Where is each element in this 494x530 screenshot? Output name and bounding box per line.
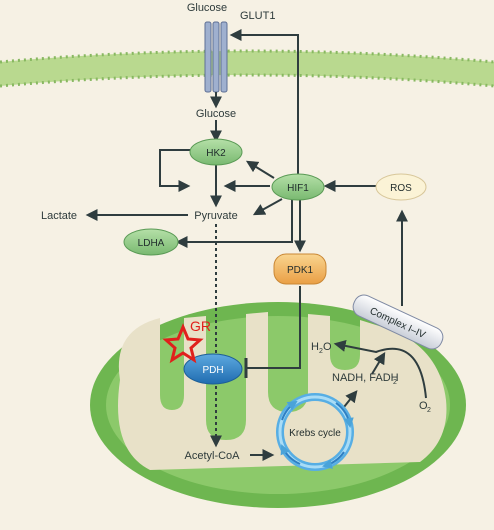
hif1-node: HIF1 bbox=[271, 173, 325, 201]
svg-text:NADH, FADH: NADH, FADH bbox=[332, 372, 399, 384]
nadh-fadh2-label: NADH, FADH 2 bbox=[332, 372, 399, 386]
glucose-top-label: Glucose bbox=[187, 2, 227, 14]
krebs-label: Krebs cycle bbox=[289, 428, 341, 439]
gr-star-icon bbox=[162, 323, 204, 364]
h2o-label: H 2 O bbox=[311, 341, 332, 355]
ros-node: ROS bbox=[375, 173, 427, 201]
svg-text:H: H bbox=[311, 341, 319, 353]
cell-membrane bbox=[0, 49, 494, 88]
pdh-node: PDH bbox=[183, 353, 243, 385]
svg-text:2: 2 bbox=[393, 379, 397, 386]
o2-label: O 2 bbox=[419, 400, 431, 414]
svg-text:2: 2 bbox=[427, 407, 431, 414]
ros-label: ROS bbox=[390, 183, 412, 194]
acetyl-coa-label: Acetyl-CoA bbox=[184, 450, 240, 462]
hif1-label: HIF1 bbox=[287, 183, 309, 194]
pyruvate-label: Pyruvate bbox=[194, 210, 237, 222]
pdh-label: PDH bbox=[202, 365, 223, 376]
glucose-inside-label: Glucose bbox=[196, 108, 236, 120]
glut1-label: GLUT1 bbox=[240, 10, 275, 22]
hk2-label: HK2 bbox=[206, 148, 226, 159]
lactate-label: Lactate bbox=[41, 210, 77, 222]
gr-label: GR bbox=[190, 318, 211, 334]
ldha-node: LDHA bbox=[123, 228, 179, 256]
svg-text:O: O bbox=[419, 400, 428, 412]
pdk1-node: PDK1 bbox=[273, 253, 327, 285]
krebs-cycle-ring bbox=[276, 393, 354, 471]
ldha-label: LDHA bbox=[138, 238, 165, 249]
svg-text:O: O bbox=[323, 341, 332, 353]
hk2-node: HK2 bbox=[189, 138, 243, 166]
glut1-transporter bbox=[204, 21, 228, 93]
svg-text:2: 2 bbox=[319, 348, 323, 355]
mitochondrion-cristae bbox=[118, 312, 447, 470]
pdk1-label: PDK1 bbox=[287, 265, 314, 276]
